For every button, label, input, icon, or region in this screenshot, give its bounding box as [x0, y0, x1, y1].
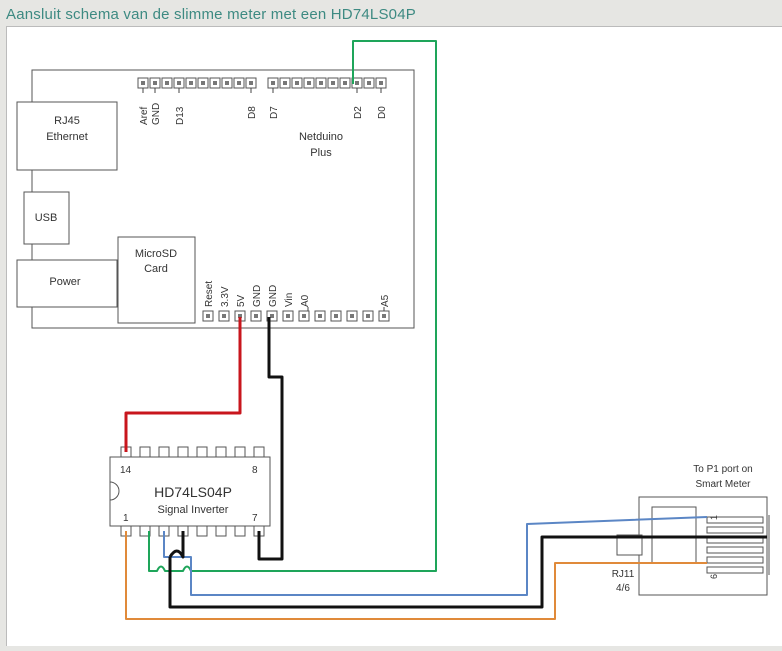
pin-label-d13: D13 [175, 106, 186, 125]
pin-label-d7: D7 [269, 106, 280, 119]
wire-gnd-board [257, 317, 284, 561]
chip-pin-1: 1 [123, 513, 129, 524]
rj11-tab [616, 534, 643, 556]
pin-label-reset: Reset [204, 281, 215, 307]
connector-caption-2: Smart Meter [695, 479, 751, 490]
ethernet-port [16, 101, 118, 171]
pin-label-a5: A5 [380, 294, 391, 307]
pin-label-d0: D0 [377, 106, 388, 119]
wire-rj11-gnd-hop [168, 531, 185, 559]
rj11-pin-1: 1 [709, 515, 719, 520]
top-pin-ticks [142, 88, 382, 93]
microsd-label-1: MicroSD [135, 248, 177, 260]
chip-name: HD74LS04P [154, 484, 232, 500]
chip-notch [109, 481, 120, 501]
board-name-2: Plus [310, 147, 332, 159]
pin-label-vin: Vin [284, 293, 295, 307]
wire-rj11-orange [125, 531, 707, 620]
chip-bottom-pins [120, 525, 265, 537]
hd74ls04p-chip [109, 456, 271, 527]
wiring-diagram: Aref GND D13 D8 D7 D2 D0 Reset 3.3V 5V G… [16, 40, 770, 620]
chip-top-pins [120, 446, 265, 458]
ethernet-label-2: Ethernet [46, 131, 88, 143]
chip-pin-14: 14 [120, 465, 132, 476]
chip-subtitle: Signal Inverter [158, 504, 229, 516]
rj11-pin-6: 6 [709, 574, 719, 579]
page-title: Aansluit schema van de slimme meter met … [6, 6, 416, 23]
pin-label-aref: Aref [139, 106, 150, 125]
bottom-header-holes [206, 314, 386, 318]
pin-label-3v3: 3.3V [220, 286, 231, 307]
pin-label-gnd-2: GND [268, 285, 279, 307]
wire-d2-to-chip [148, 531, 192, 572]
usb-label: USB [35, 212, 58, 224]
rj11-latch [651, 506, 697, 564]
wire-rj11-gnd [168, 535, 767, 609]
usb-port [23, 191, 70, 245]
power-label: Power [49, 276, 81, 288]
microsd-slot [117, 236, 196, 324]
pin-label-gnd-1: GND [252, 285, 263, 307]
pin-label-gnd-top: GND [151, 103, 162, 125]
chip-pin-7: 7 [252, 513, 258, 524]
chip-pin-8: 8 [252, 465, 258, 476]
ethernet-label-1: RJ45 [54, 115, 80, 127]
microsd-label-2: Card [144, 263, 168, 275]
power-jack [16, 259, 118, 308]
wire-5v [124, 317, 242, 452]
pin-label-a0: A0 [300, 294, 311, 307]
wire-d2-long [191, 40, 437, 572]
board-name-1: Netduino [299, 131, 343, 143]
diagram-canvas: Aref GND D13 D8 D7 D2 D0 Reset 3.3V 5V G… [6, 26, 782, 646]
pin-label-d8: D8 [247, 106, 258, 119]
pin-label-d2: D2 [353, 106, 364, 119]
connector-caption-1: To P1 port on [693, 464, 752, 475]
connector-pins: 4/6 [616, 583, 630, 594]
bottom-pin-ticks [307, 307, 385, 311]
top-header-holes [141, 81, 383, 85]
pin-label-5v: 5V [236, 294, 247, 307]
wire-rj11-blue [163, 516, 708, 596]
connector-type: RJ11 [612, 569, 635, 580]
